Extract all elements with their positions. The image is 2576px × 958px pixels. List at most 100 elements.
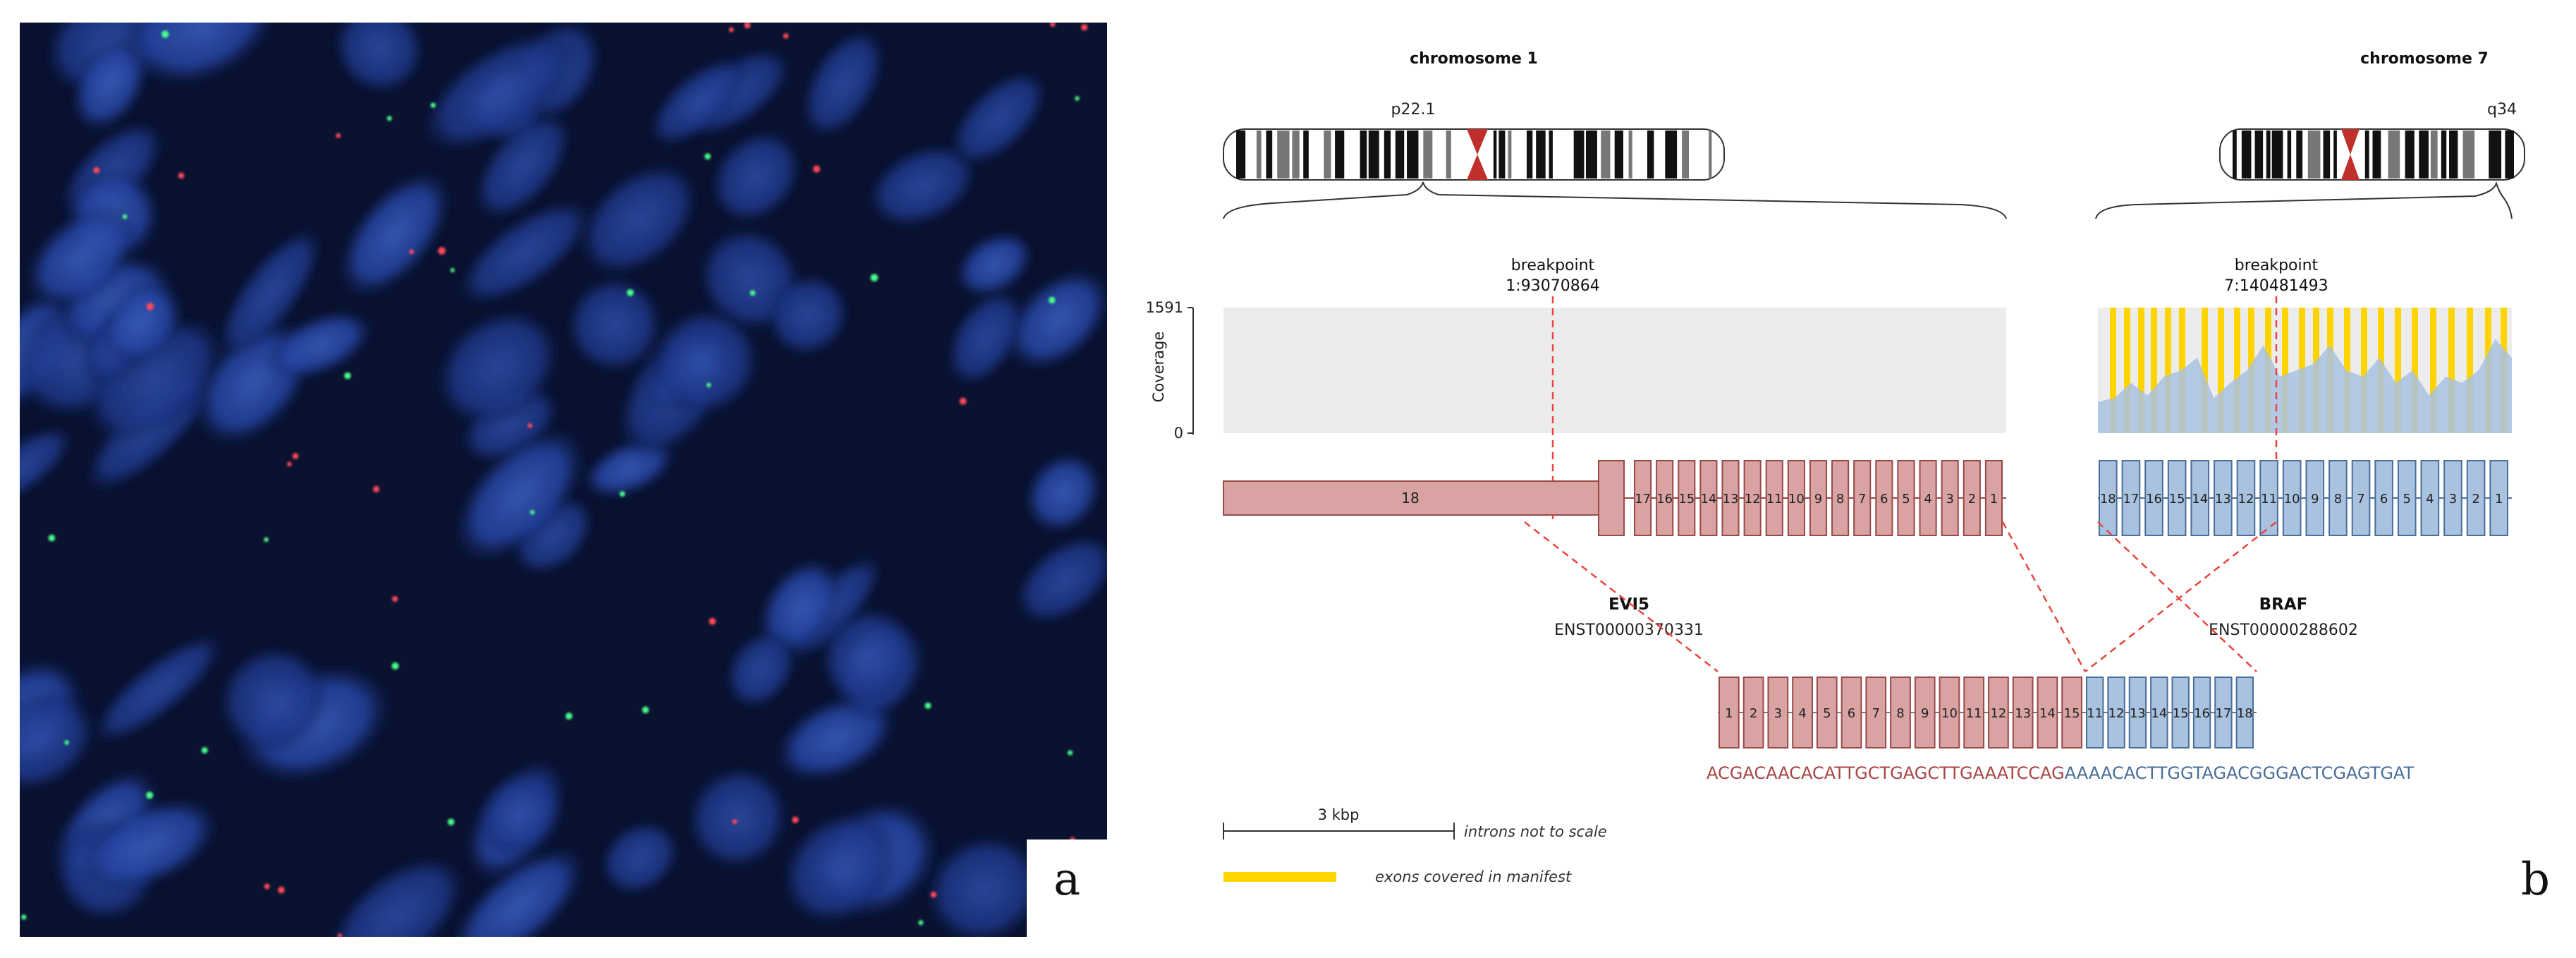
coverage-track-evi5 [1223,308,2006,433]
fusion-evi5-exon-label: 5 [1823,706,1831,721]
evi5-exon-label: 6 [1880,492,1888,507]
manifest-exon-bar [2138,308,2144,433]
evi5-exon-label: 8 [1836,492,1844,507]
fusion-evi5-exon [1719,677,1740,748]
coverage-axis-label: Coverage [1150,332,1167,403]
fusion-evi5-exon [1742,677,1764,748]
fusion-braf-exon [2214,677,2233,748]
cell-nucleus [216,644,329,754]
red-signal-dot [783,33,789,39]
manifest-exon-bar [2165,308,2171,433]
cell-nucleus [476,770,565,859]
fusion-evi5-exon [1939,677,1960,748]
cell-nucleus [336,168,454,301]
fusion-evi5-exon [2037,677,2058,748]
cell-nucleus [456,198,594,307]
cell-nucleus [216,225,324,361]
cell-nucleus [948,69,1049,168]
chromosome-band [2419,131,2429,178]
manifest-exon-bar [2202,308,2208,433]
chromosome-1-title: chromosome 1 [1410,50,1538,68]
evi5-exon [1919,460,1937,536]
breakpoint-right-position: 7:140481493 [2224,277,2328,295]
evi5-exon [1656,460,1674,536]
red-signal-dot [409,249,414,255]
fusion-braf-exon [2086,677,2104,748]
braf-exon [2121,460,2141,536]
legend-manifest-label: exons covered in manifest [1375,868,1572,885]
chromosome-1-ideogram [1223,128,1725,181]
fusion-evi5-exon [1988,677,2009,748]
cell-nucleus [472,110,573,222]
evi5-exon [1831,460,1850,536]
chromosome-band [1498,131,1506,178]
cell-nucleus [954,230,1034,298]
chromosome-band [1303,131,1309,178]
evi5-exon [1897,460,1915,536]
green-signal-dot [626,289,634,296]
chromosome-band [1573,131,1585,178]
evi5-exon [1853,460,1872,536]
chromosome-band [1549,131,1553,178]
cell-nucleus [819,605,917,708]
fusion-braf-exon-label: 13 [2130,706,2146,721]
chromosome-band [1236,131,1246,178]
manifest-exon-bar [2430,308,2436,433]
cell-nucleus [20,425,75,511]
chromosome-band [2241,131,2252,178]
chromosome-band [1384,131,1391,178]
chromosome-band [1614,131,1623,178]
chromosome-band [1601,131,1611,178]
chromosome-7-title: chromosome 7 [2360,50,2489,68]
cell-nucleus [599,820,680,896]
fusion-mapping-lines [1524,521,2277,672]
coverage-area [2098,339,2512,433]
chromosome-band [1407,131,1419,178]
green-signal-dot [1067,750,1073,756]
chromosome-band [1691,131,1704,178]
chromosome-band [1310,131,1321,178]
manifest-exon-bar [2151,308,2157,433]
braf-exon-label: 17 [2123,492,2139,507]
chromosome-7-ideogram [2219,128,2525,181]
chromosome-band [2462,131,2475,178]
chromosome-band [2296,131,2303,178]
chromosome-band [1368,131,1379,178]
green-signal-dot [447,818,455,825]
manifest-exon-bar [2412,308,2418,433]
chromosome-1-band: p22.1 [1391,101,1436,119]
breakpoint-right-label: breakpoint [2235,257,2319,274]
fusion-evi5-exon-label: 2 [1750,706,1757,721]
gene-fusion-diagram: chromosome 1 chromosome 7 p22.1 q34 brea… [1146,50,2525,885]
scale-bar-label: 3 kbp [1318,806,1360,823]
fusion-braf-exon-label: 11 [2087,706,2103,721]
cell-nucleus [577,162,701,278]
fusion-braf-exon-label: 18 [2237,706,2253,721]
green-signal-dot [48,534,56,542]
chromosome-band [2430,131,2438,178]
evi5-exon-label: 9 [1814,492,1822,507]
braf-exon-label: 7 [2357,492,2364,507]
fusion-braf-exon-label: 14 [2151,706,2167,721]
manifest-exon-bar [2234,308,2240,433]
fusion-evi5-exon-label: 3 [1774,706,1782,721]
fusion-braf-exon [2235,677,2254,748]
braf-exon-label: 14 [2192,492,2208,507]
chromosome-band [1335,131,1345,178]
evi5-exon-label: 15 [1678,492,1695,507]
red-signal-dot [93,166,100,174]
chromosome-band [1682,131,1690,178]
braf-exon [2167,460,2187,536]
red-signal-dot [287,461,292,467]
chromosome-band [1395,131,1405,178]
red-signal-dot [732,819,738,825]
green-signal-dot [146,792,154,799]
manifest-exon-bar [2282,308,2288,433]
braf-exon-label: 15 [2169,492,2185,507]
chromosome-band [1347,131,1359,178]
chromosome-band [1324,131,1331,178]
evi5-exon [1941,460,1959,536]
cell-nucleus [420,30,578,153]
braf-exon-label: 3 [2449,492,2457,507]
